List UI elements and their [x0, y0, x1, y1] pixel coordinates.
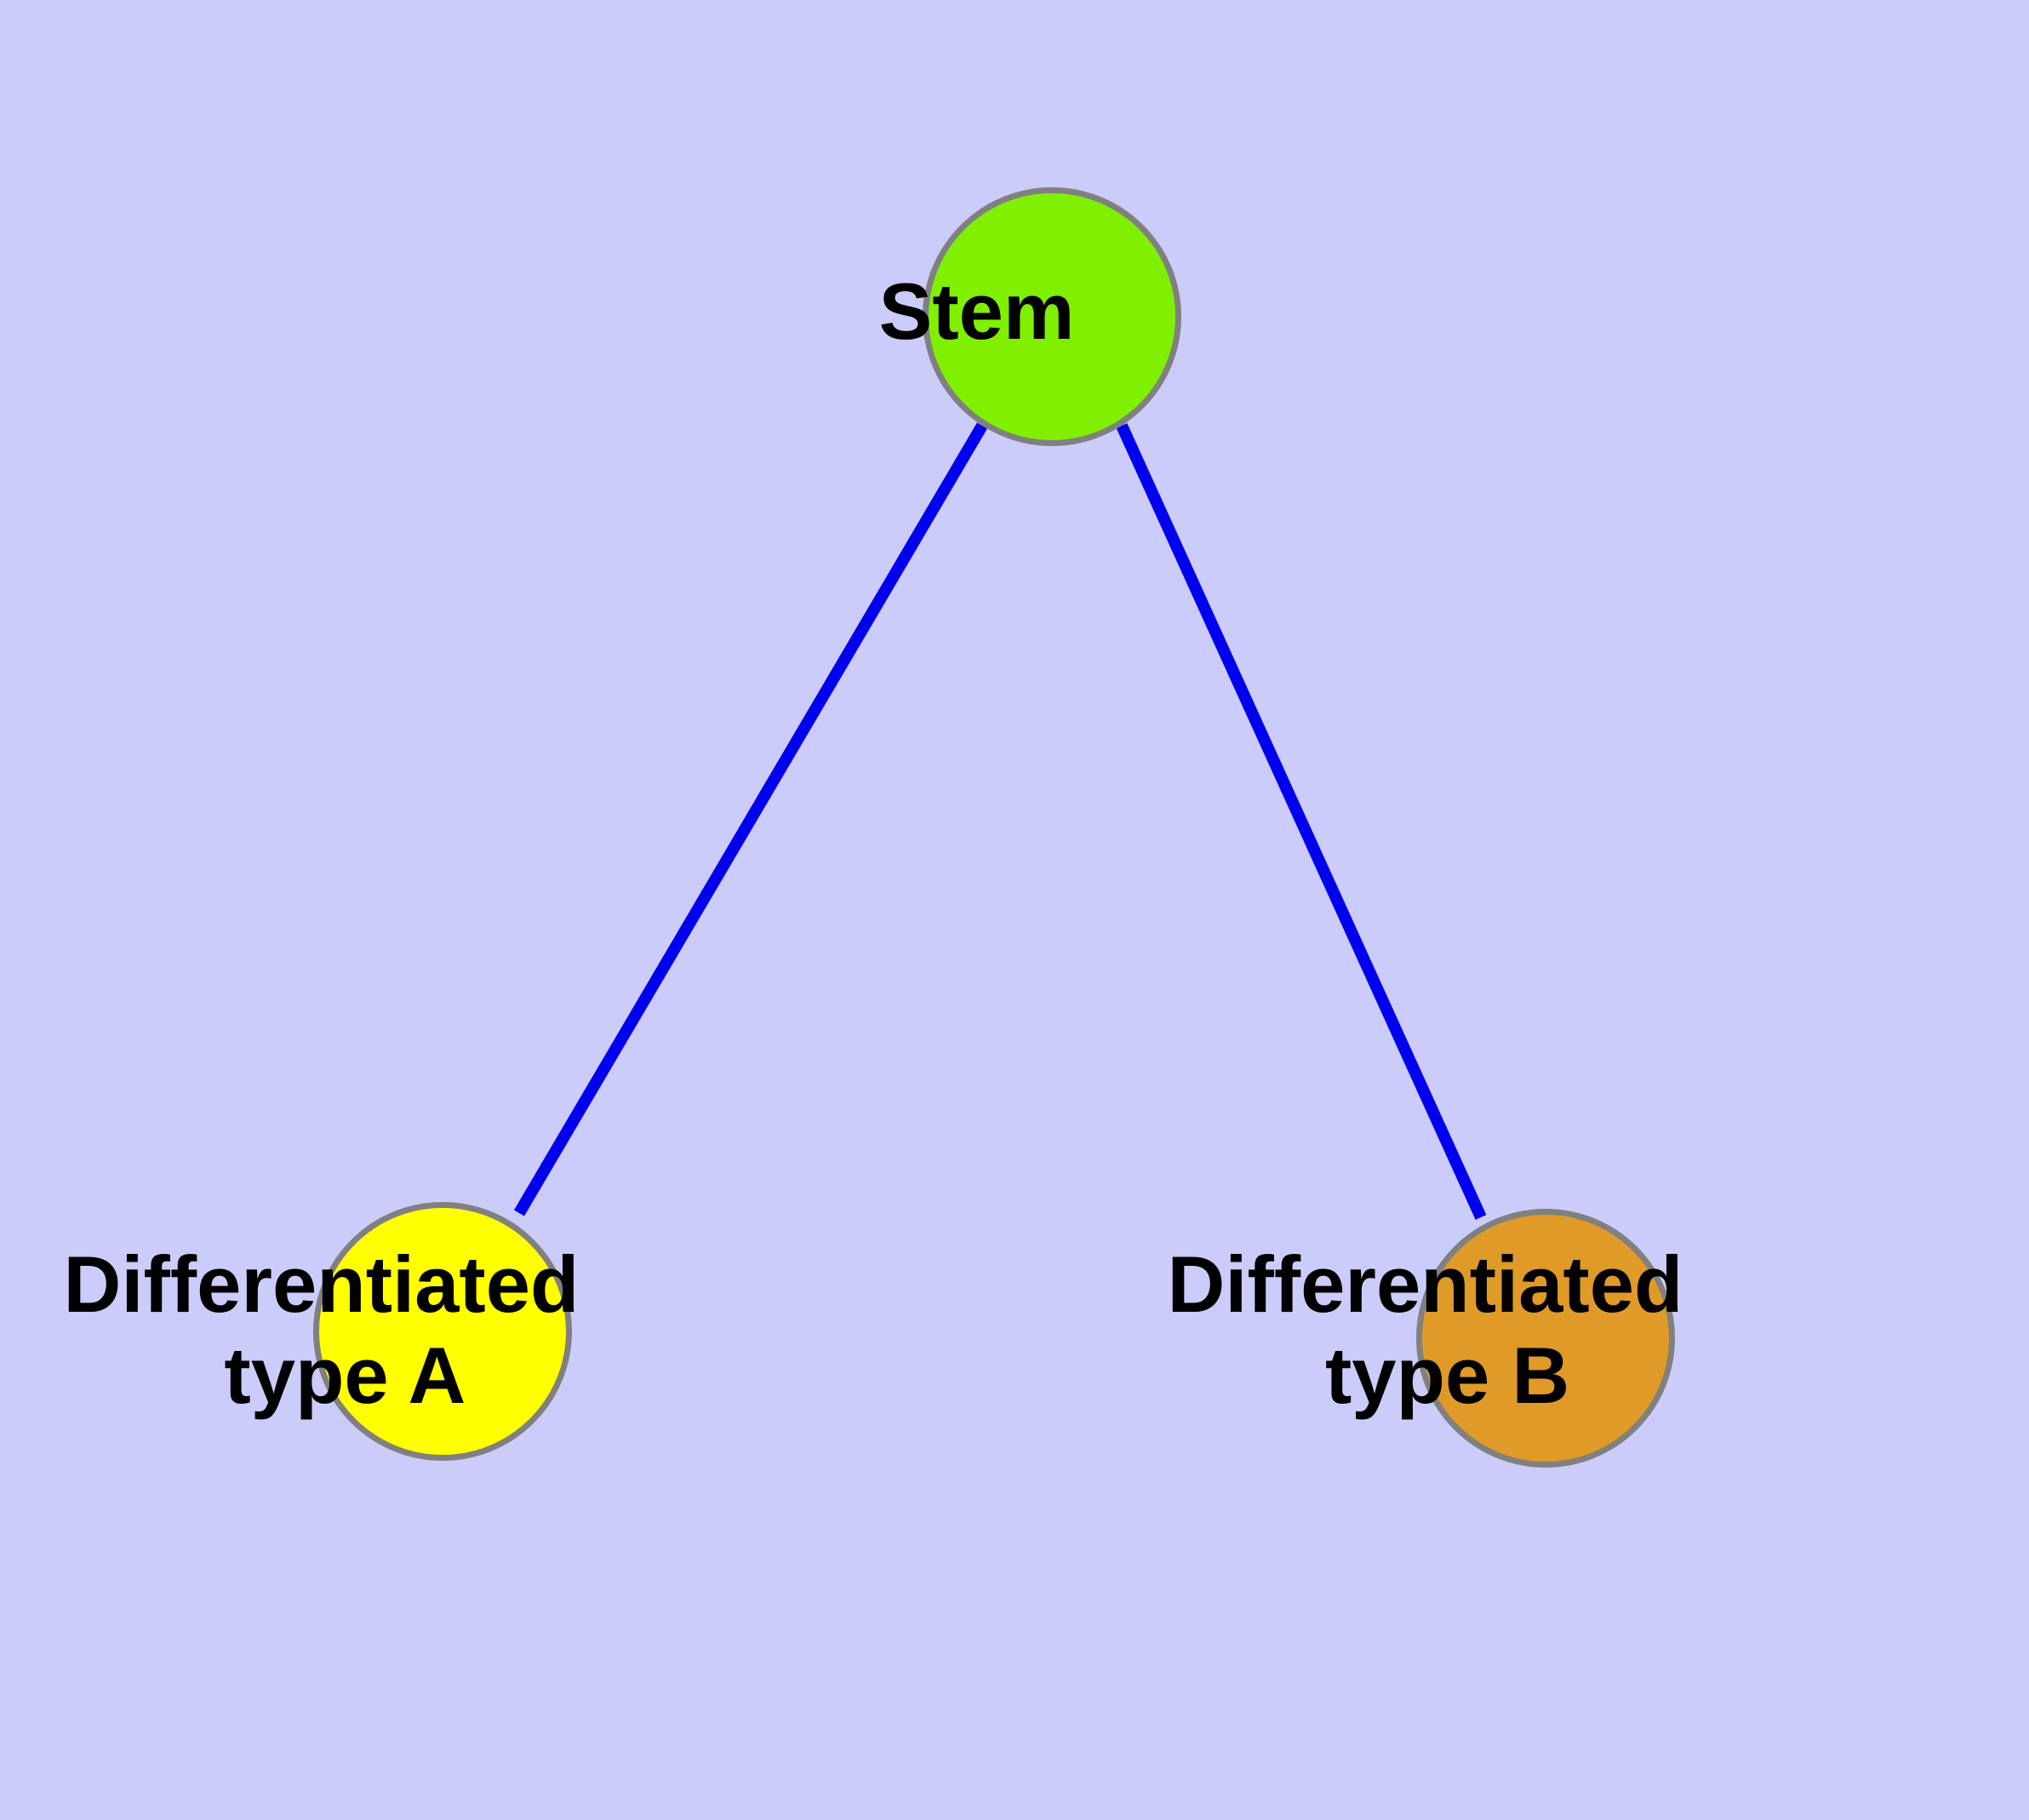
label-layer: Stem Differentiated type A Differentiate… [64, 266, 1883, 1420]
edge-stem-to-differentiated-type-b[interactable] [1116, 423, 1487, 1220]
node-layer [313, 187, 1675, 1468]
node-circle-stem[interactable] [923, 187, 1181, 446]
node-circle-differentiated-type-a[interactable] [313, 1202, 572, 1461]
node-label-b-line1: Differentiated [1168, 1239, 1683, 1329]
node-label-b-line2: type B [1325, 1331, 1569, 1420]
node-label-differentiated-type-a: Differentiated type A [64, 1239, 780, 1420]
node-label-a-line1: Differentiated [64, 1239, 580, 1329]
edge-layer [513, 422, 1487, 1220]
node-label-differentiated-type-b: Differentiated type B [1168, 1239, 1883, 1420]
node-circle-differentiated-type-b[interactable] [1416, 1209, 1675, 1468]
node-label-a-line2: type A [224, 1331, 464, 1420]
edge-stem-to-differentiated-type-a[interactable] [513, 422, 988, 1216]
node-label-stem: Stem [879, 266, 1231, 356]
node-label-stem-line1: Stem [879, 266, 1075, 356]
